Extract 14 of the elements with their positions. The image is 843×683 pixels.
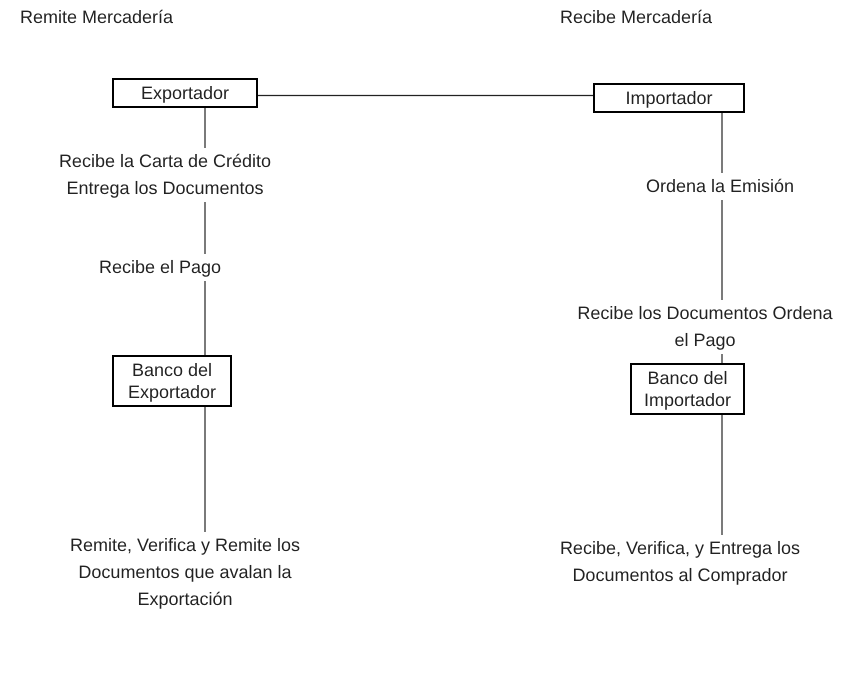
process-box: Banco del Exportador — [112, 355, 232, 407]
caption-text: Remite Mercadería — [20, 6, 174, 29]
connector-line — [721, 200, 723, 300]
connector-line — [721, 415, 723, 535]
process-box: Banco del Importador — [630, 363, 745, 415]
connector-line — [721, 113, 723, 173]
connector-line — [258, 94, 593, 96]
connector-line — [204, 407, 206, 532]
caption-text: Recibe Mercadería — [560, 6, 712, 29]
process-box: Importador — [593, 83, 745, 113]
connector-line — [204, 108, 206, 148]
process-box: Exportador — [112, 78, 258, 108]
connector-line — [204, 281, 206, 355]
connector-line — [204, 202, 206, 254]
